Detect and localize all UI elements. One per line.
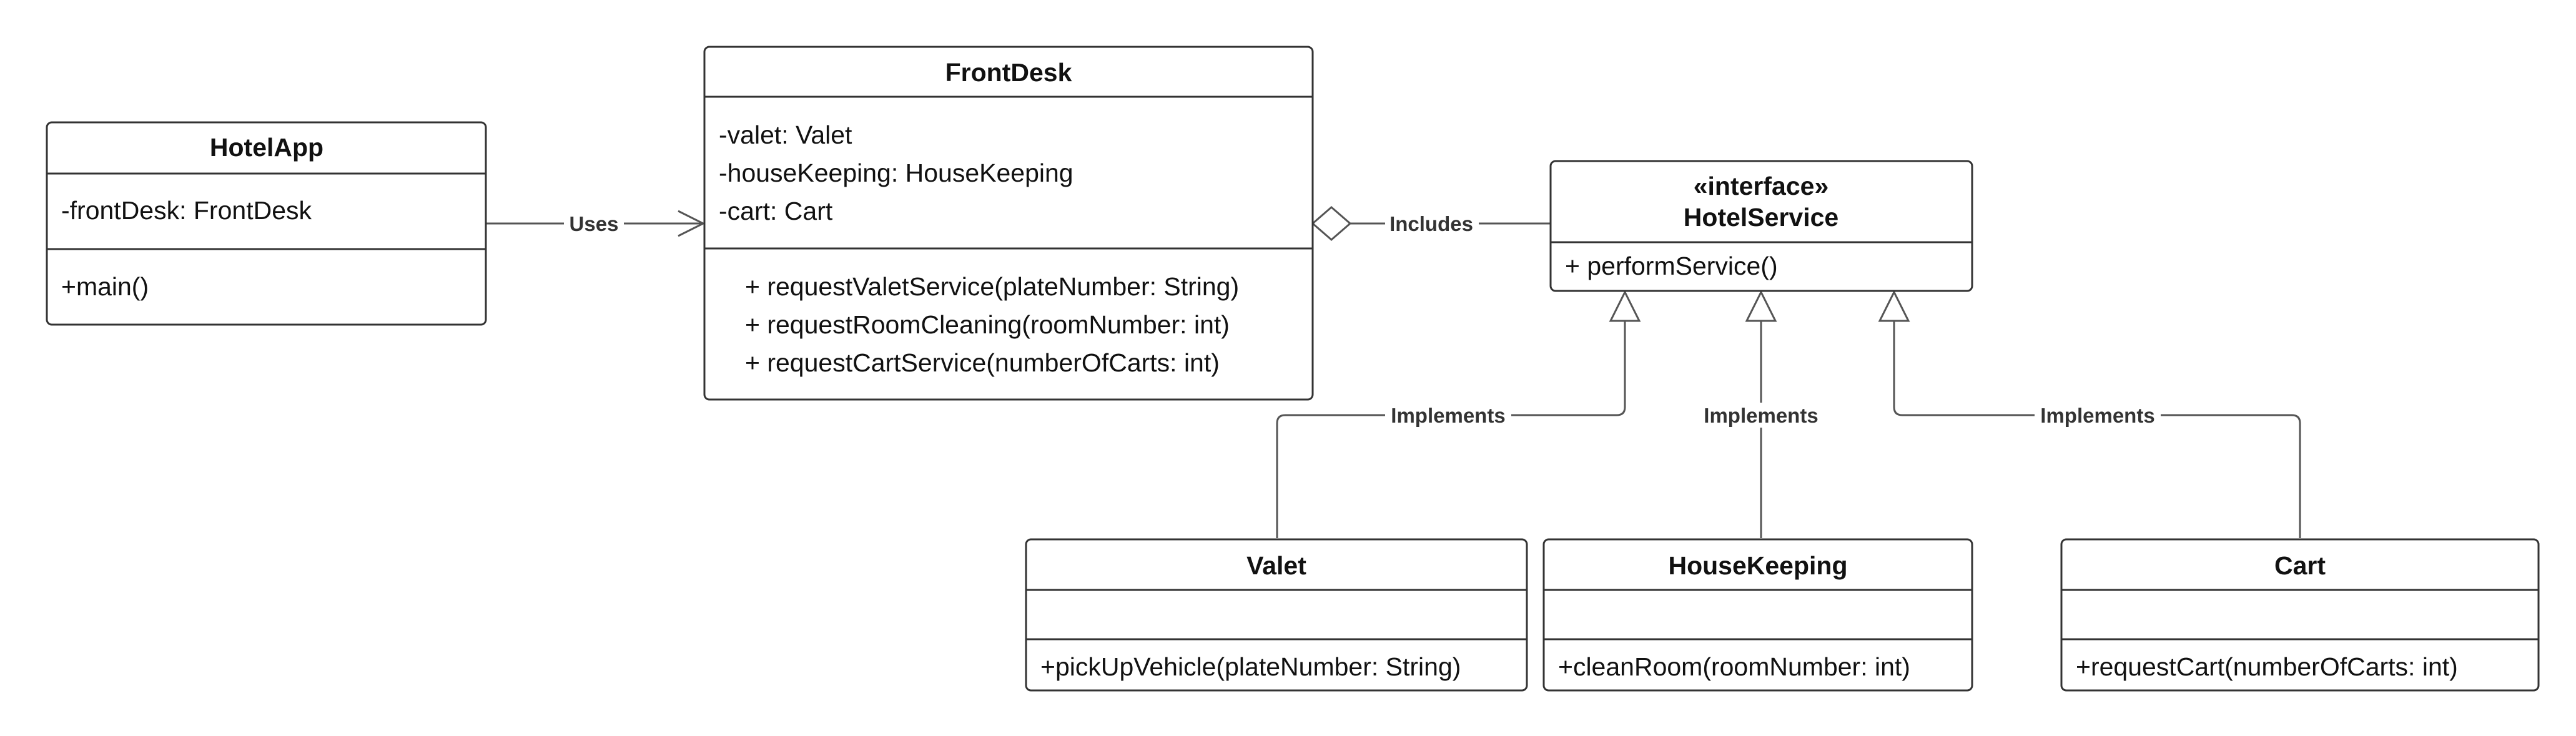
implements-valet-edge-line bbox=[1276, 321, 1626, 538]
class-frontdesk[interactable]: FrontDesk -valet: Valet -houseKeeping: H… bbox=[703, 46, 1314, 401]
class-hotelservice[interactable]: «interface» HotelService + performServic… bbox=[1549, 160, 1973, 292]
class-hotelapp-attribute: -frontDesk: FrontDesk bbox=[61, 196, 312, 225]
implements-housekeeping-label: Implements bbox=[1704, 404, 1818, 427]
uses-label-bg bbox=[564, 211, 624, 236]
class-housekeeping[interactable]: HouseKeeping +cleanRoom(roomNumber: int) bbox=[1542, 538, 1973, 692]
class-cart[interactable]: Cart +requestCart(numberOfCarts: int) bbox=[2060, 538, 2540, 692]
realization-triangle-icon bbox=[1878, 290, 1910, 322]
class-hotelservice-stereotype: «interface» bbox=[1694, 172, 1829, 200]
class-hotelapp-method: +main() bbox=[61, 272, 149, 301]
class-housekeeping-border bbox=[1542, 538, 1973, 692]
class-frontdesk-method: + requestCartService(numberOfCarts: int) bbox=[745, 348, 1220, 377]
implements-cart-relation: Implements bbox=[1878, 290, 2301, 538]
uses-relation: Uses bbox=[486, 210, 706, 237]
implements-valet-label-bg bbox=[1385, 403, 1511, 428]
open-arrowhead-icon bbox=[678, 210, 706, 237]
class-frontdesk-method: + requestRoomCleaning(roomNumber: int) bbox=[745, 310, 1230, 339]
class-frontdesk-title: FrontDesk bbox=[945, 58, 1072, 87]
implements-housekeeping-label-bg bbox=[1694, 403, 1828, 428]
implements-valet-relation: Implements bbox=[1276, 290, 1641, 538]
class-frontdesk-attribute: -houseKeeping: HouseKeeping bbox=[719, 159, 1073, 187]
realization-triangle-icon bbox=[1745, 290, 1777, 322]
implements-valet-label: Implements bbox=[1391, 404, 1505, 427]
class-hotelapp[interactable]: HotelApp -frontDesk: FrontDesk +main() bbox=[46, 121, 487, 326]
includes-label-bg bbox=[1385, 211, 1479, 236]
uses-label: Uses bbox=[570, 212, 619, 235]
class-frontdesk-attribute: -valet: Valet bbox=[719, 120, 852, 149]
class-housekeeping-method: +cleanRoom(roomNumber: int) bbox=[1558, 652, 1910, 681]
class-frontdesk-method: + requestValetService(plateNumber: Strin… bbox=[745, 272, 1239, 301]
class-cart-method: +requestCart(numberOfCarts: int) bbox=[2076, 652, 2458, 681]
class-frontdesk-attribute: -cart: Cart bbox=[719, 197, 833, 225]
implements-housekeeping-relation: Implements bbox=[1694, 290, 1828, 538]
class-cart-border bbox=[2060, 538, 2540, 692]
realization-triangle-icon bbox=[1609, 290, 1641, 322]
class-frontdesk-border bbox=[703, 46, 1314, 401]
class-hotelservice-border bbox=[1549, 160, 1973, 292]
class-hotelservice-title: HotelService bbox=[1684, 203, 1838, 232]
class-hotelapp-title: HotelApp bbox=[210, 133, 323, 162]
class-valet-border bbox=[1025, 538, 1528, 692]
includes-relation: Includes bbox=[1311, 206, 1551, 241]
implements-cart-label: Implements bbox=[2040, 404, 2154, 427]
class-valet-method: +pickUpVehicle(plateNumber: String) bbox=[1040, 652, 1461, 681]
class-valet[interactable]: Valet +pickUpVehicle(plateNumber: String… bbox=[1025, 538, 1528, 692]
class-hotelservice-method: + performService() bbox=[1565, 252, 1778, 280]
class-cart-title: Cart bbox=[2274, 551, 2326, 580]
implements-cart-label-bg bbox=[2035, 403, 2161, 428]
implements-cart-edge-line bbox=[1893, 321, 2301, 538]
includes-label: Includes bbox=[1389, 212, 1473, 235]
class-valet-title: Valet bbox=[1246, 551, 1306, 580]
aggregation-diamond-icon bbox=[1311, 206, 1352, 241]
class-housekeeping-title: HouseKeeping bbox=[1668, 551, 1847, 580]
